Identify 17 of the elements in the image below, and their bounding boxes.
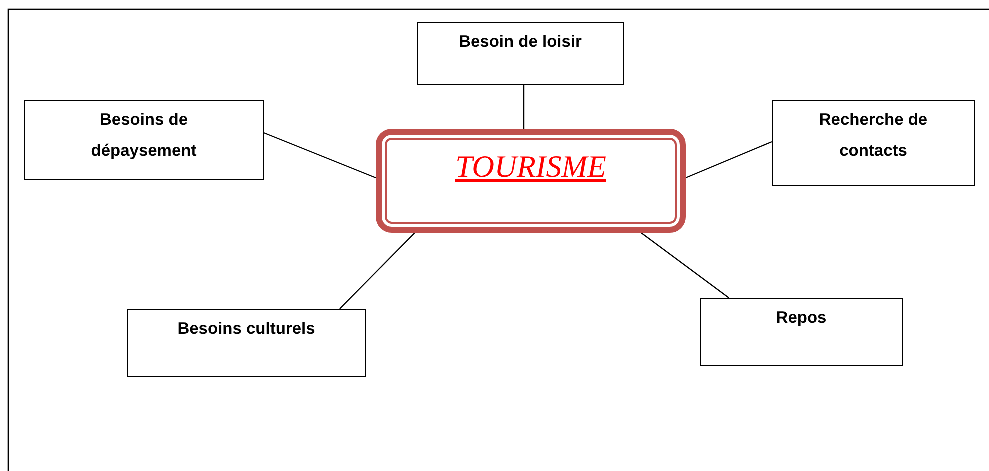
- topic-box: [700, 298, 903, 366]
- topic-label: Besoins culturels: [178, 319, 316, 340]
- central-topic-title: TOURISME: [456, 149, 606, 185]
- connector-line: [523, 85, 525, 129]
- connector-line: [340, 232, 416, 310]
- topic-box: [24, 100, 264, 180]
- topic-label: Besoins de dépaysement: [90, 110, 198, 162]
- topic-box: [417, 22, 624, 85]
- connector-line: [640, 232, 730, 298]
- topic-label: Repos: [776, 308, 827, 329]
- topic-box: [772, 100, 975, 186]
- topic-box: [127, 309, 366, 377]
- connector-line: [264, 132, 376, 179]
- connector-line: [686, 141, 772, 179]
- central-topic-box: [376, 129, 686, 233]
- topic-label: Recherche de contacts: [818, 110, 929, 162]
- topic-label: Besoin de loisir: [459, 32, 582, 53]
